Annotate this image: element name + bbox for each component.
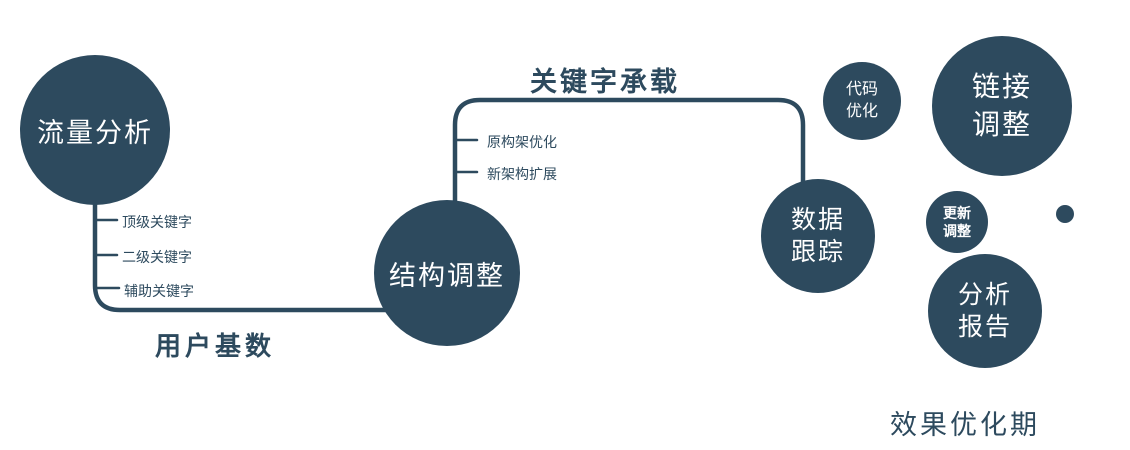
node-update-adjustment-label: 更新 调整 (943, 204, 971, 239)
node-update-adjustment: 更新 调整 (926, 191, 988, 253)
node-link-adjustment-label: 链接 调整 (971, 71, 1032, 140)
node-code-optimization: 代码 优化 (823, 62, 901, 140)
branch-label-new-architecture: 新架构扩展 (487, 166, 557, 182)
branch-label-original-architecture: 原构架优化 (487, 134, 557, 150)
node-link-adjustment: 链接 调整 (932, 36, 1072, 176)
node-analysis-report-label: 分析 报告 (957, 280, 1012, 342)
node-code-optimization-label: 代码 优化 (845, 81, 878, 120)
branch-label-secondary-keywords: 二级关键字 (122, 249, 192, 265)
node-structure-adjustment-label: 结构调整 (389, 260, 505, 291)
node-data-tracking-label: 数据 跟踪 (790, 205, 845, 267)
branch-label-top-keywords: 顶级关键字 (122, 214, 192, 230)
node-structure-adjustment: 结构调整 (374, 200, 520, 346)
branch-label-auxiliary-keywords: 辅助关键字 (124, 283, 194, 299)
caption-effect-optimization-period: 效果优化期 (890, 410, 1040, 440)
connector-left-path (92, 197, 395, 313)
node-data-tracking: 数据 跟踪 (761, 179, 875, 293)
edge-label-user-base: 用户基数 (155, 331, 276, 361)
node-analysis-report: 分析 报告 (928, 254, 1042, 368)
node-small-dot (1056, 205, 1074, 223)
node-traffic-analysis: 流量分析 (20, 55, 170, 205)
node-traffic-analysis-label: 流量分析 (37, 117, 153, 148)
edge-label-keyword-carrying: 关键字承载 (530, 67, 680, 97)
connector-middle-path (452, 97, 806, 207)
